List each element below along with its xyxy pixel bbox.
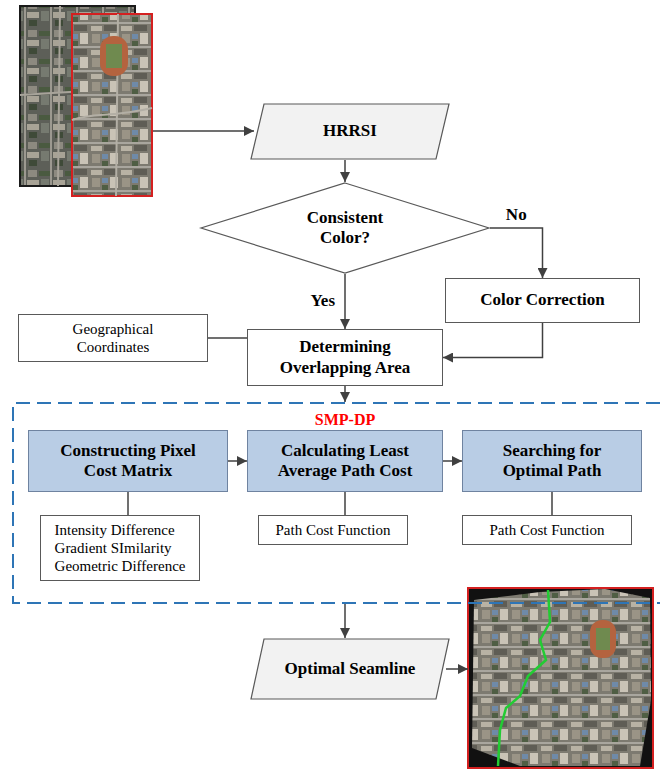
node-text: Path Cost Function [489,521,604,539]
connector [344,274,346,329]
connector [344,604,346,638]
edge-label: No [504,205,529,225]
input-box: Geographical Coordinates [18,314,208,362]
text-group: Calculating Least Average Path Cost [255,441,435,482]
arrow-line [153,130,254,132]
stadium-field [596,628,610,650]
node-text: Consistent Color? [285,208,405,249]
edge-label: Yes [308,291,337,311]
connector [443,460,462,462]
node-text: Color Correction [480,290,604,310]
parallelogram-outline [251,639,449,699]
text-group: Constructing Pixel Cost Matrix [43,441,213,482]
node-text: Searching for Optimal Path [477,441,627,482]
text-group: Determining Overlapping Area [260,337,430,378]
text-group: Optimal Seamline [285,659,416,679]
seamline [498,590,550,766]
diamond-outline [201,183,489,273]
data-parallelogram: HRRSI [250,103,450,160]
method-step-box: Calculating Least Average Path Cost [247,430,443,492]
text-group: Consistent Color? [285,208,405,249]
node-text: Intensity Difference [55,521,186,539]
parallelogram-outline [251,104,449,159]
attribute-box: Path Cost Function [462,515,632,545]
method-step-box: Constructing Pixel Cost Matrix [28,430,228,492]
connector [208,337,247,339]
attribute-box: Intensity DifferenceGradient SImilarityG… [40,515,200,581]
road [72,14,152,196]
node-text: Path Cost Function [275,521,390,539]
attribute-box: Path Cost Function [258,515,408,545]
connector [228,460,247,462]
node-text: Optimal Seamline [285,659,416,679]
method-band: SMP-DP Constructing Pixel Cost Matrix Calc… [12,402,660,604]
decision-diamond: Consistent Color? [200,182,490,274]
aerial-image [72,14,152,196]
text-group: Searching for Optimal Path [477,441,627,482]
text-group: Path Cost Function [489,521,604,539]
text-group: HRRSI [323,121,377,141]
text-group: SMP-DP [315,410,375,429]
text-group: Path Cost Function [275,521,390,539]
dashed-outline [13,403,660,603]
node-text: Geographical Coordinates [53,320,173,356]
text-group: Geographical Coordinates [53,320,173,356]
connector [127,492,129,515]
node-text: SMP-DP [315,410,375,429]
stadium-field [106,44,122,68]
arrow-line [446,668,468,670]
data-parallelogram: Optimal Seamline [250,638,450,700]
connector [551,492,553,515]
image-frame [468,588,653,768]
connector [344,160,346,182]
node-text: HRRSI [323,121,377,141]
process-box: Determining Overlapping Area [247,329,443,386]
process-box: Color Correction [445,278,640,323]
connector [344,386,346,402]
mosaic-image [472,589,651,766]
connector [443,323,543,358]
connector [490,228,543,278]
text-group: Color Correction [480,290,604,310]
node-text: Gradient SImilarity [55,539,186,557]
node-text: Geometric Difference [55,557,186,575]
stadium [590,620,616,658]
method-step-box: Searching for Optimal Path [462,430,642,492]
stadium [100,36,128,76]
node-text: Calculating Least Average Path Cost [255,441,435,482]
text-group: Intensity DifferenceGradient SImilarityG… [55,521,186,575]
node-text: Determining Overlapping Area [260,337,430,378]
node-text: Constructing Pixel Cost Matrix [43,441,213,482]
connector [344,492,346,515]
input-images [20,6,152,196]
output-image [468,588,653,768]
